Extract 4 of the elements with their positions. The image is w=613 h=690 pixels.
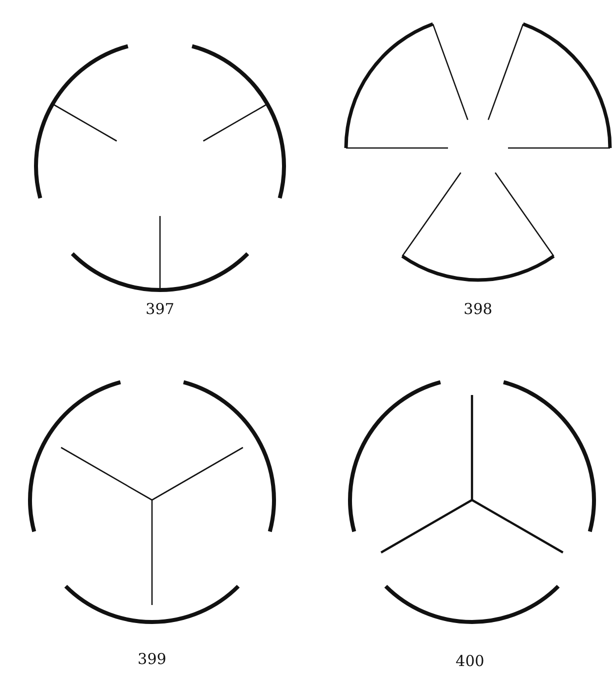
figure-number: 398 <box>464 302 492 317</box>
figure-number: 399 <box>138 652 166 667</box>
figure-number: 400 <box>456 654 484 669</box>
figure-number: 397 <box>146 302 174 317</box>
